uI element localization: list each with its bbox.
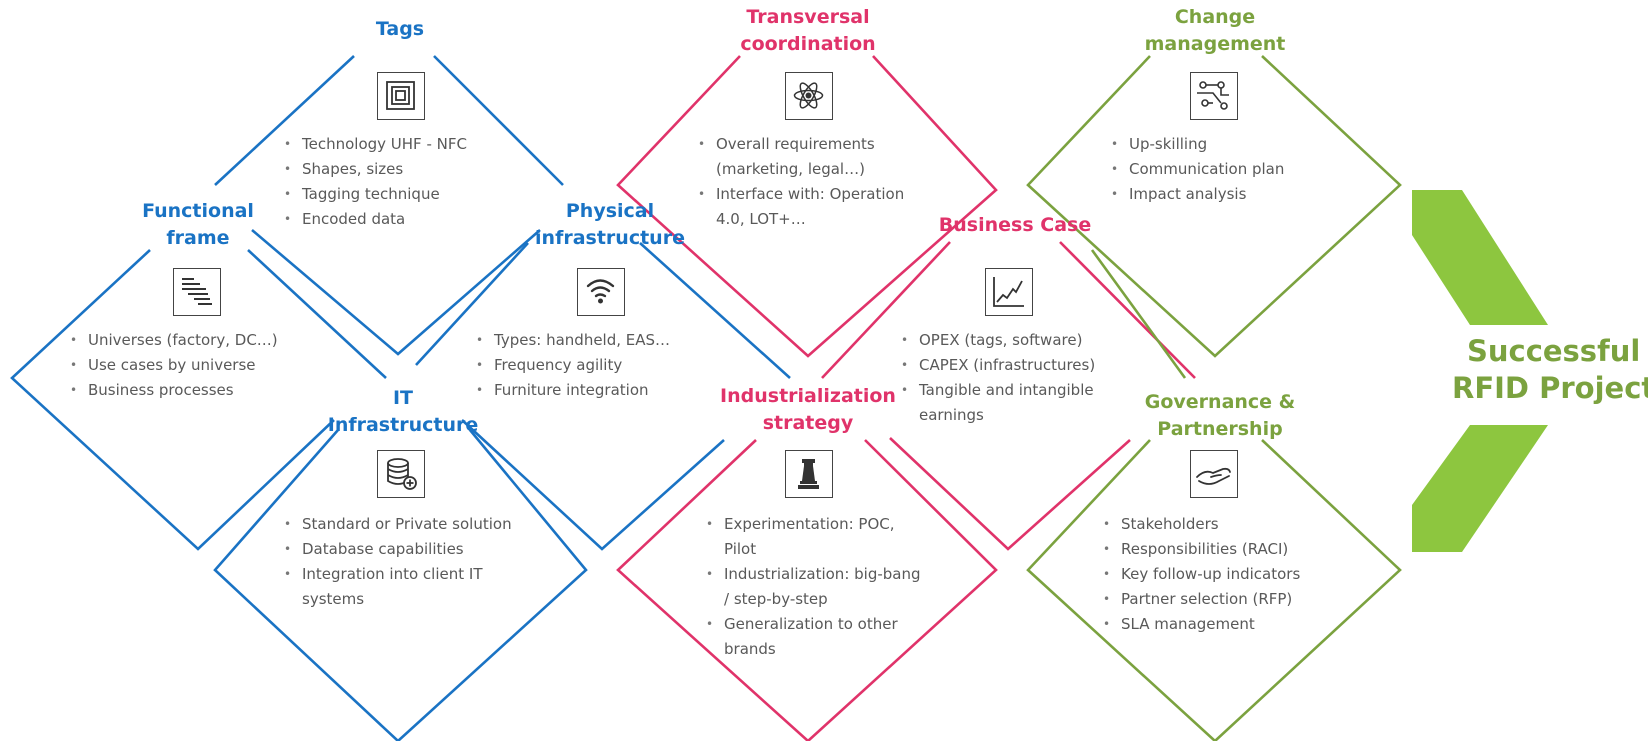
list-item: Tangible and intangible <box>895 378 1095 403</box>
list-item: Interface with: Operation <box>692 182 904 207</box>
tags-diamond-bottom <box>251 229 541 356</box>
list-item: Experimentation: POC, <box>700 512 921 537</box>
list-item-continuation: Pilot <box>724 540 757 558</box>
list-item: Types: handheld, EAS… <box>470 328 670 353</box>
list-item: Use cases by universe <box>64 353 278 378</box>
list-item: Business processes <box>64 378 278 403</box>
physical-bullets: Types: handheld, EAS… Frequency agility … <box>470 328 670 403</box>
list-item: Encoded data <box>278 207 467 232</box>
it-diamond <box>213 429 588 741</box>
functional-diamond <box>10 249 335 551</box>
atom-icon <box>785 72 833 120</box>
network-icon <box>1190 72 1238 120</box>
list-item: Responsibilities (RACI) <box>1097 537 1300 562</box>
list-item: CAPEX (infrastructures) <box>895 353 1095 378</box>
list-item: Up-skilling <box>1105 132 1284 157</box>
line-chart-icon <box>985 268 1033 316</box>
list-item: systems <box>302 590 365 608</box>
blue-diamonds <box>10 55 791 741</box>
list-item: Shapes, sizes <box>278 157 467 182</box>
list-item: Industrialization: big-bang <box>700 562 921 587</box>
database-icon <box>377 450 425 498</box>
change-diamond <box>1026 55 1402 358</box>
list-item: OPEX (tags, software) <box>895 328 1095 353</box>
list-item: Universes (factory, DC…) <box>64 328 278 353</box>
pink-diamonds <box>616 55 1196 741</box>
list-item: Partner selection (RFP) <box>1097 587 1300 612</box>
list-item: Stakeholders <box>1097 512 1300 537</box>
list-item: Key follow-up indicators <box>1097 562 1300 587</box>
functional-diamond-upper <box>247 249 387 379</box>
list-item: Technology UHF - NFC <box>278 132 467 157</box>
list-item: Generalization to other <box>700 612 921 637</box>
list-item: Tagging technique <box>278 182 467 207</box>
transversal-bullets: Overall requirements (marketing, legal…)… <box>692 132 904 232</box>
list-item-continuation: / step-by-step <box>724 590 828 608</box>
list-item: Overall requirements <box>692 132 904 157</box>
governance-bullets: Stakeholders Responsibilities (RACI) Key… <box>1097 512 1300 637</box>
business-title: Business Case <box>938 214 1092 236</box>
change-bullets: Up-skilling Communication plan Impact an… <box>1105 132 1284 207</box>
chess-piece-icon <box>785 450 833 498</box>
list-item: Frequency agility <box>470 353 670 378</box>
functional-bullets: Universes (factory, DC…) Use cases by un… <box>64 328 278 403</box>
tags-bullets: Technology UHF - NFC Shapes, sizes Taggi… <box>278 132 467 232</box>
governance-diamond <box>1026 439 1402 741</box>
physical-diamond-right <box>639 242 791 379</box>
handshake-icon <box>1190 450 1238 498</box>
tags-diamond <box>214 55 355 186</box>
list-item: Integration into client IT <box>278 562 512 587</box>
transversal-diamond <box>616 55 998 358</box>
list-item: Furniture integration <box>470 378 670 403</box>
list-item: SLA management <box>1097 612 1300 637</box>
list-item: Impact analysis <box>1105 182 1284 207</box>
list-item-continuation: brands <box>724 640 776 658</box>
result-arrow <box>1412 190 1548 325</box>
governance-title: Governance &Partnership <box>1144 391 1296 440</box>
wifi-signal-icon <box>577 268 625 316</box>
industrialization-diamond <box>616 439 998 741</box>
list-item: Standard or Private solution <box>278 512 512 537</box>
physical-diamond-bottom <box>461 419 725 551</box>
tags-title: Tags <box>375 18 425 40</box>
list-item: Communication plan <box>1105 157 1284 182</box>
list-item-continuation: (marketing, legal…) <box>716 160 865 178</box>
business-bullets: OPEX (tags, software) CAPEX (infrastruct… <box>895 328 1095 428</box>
rfid-tag-icon <box>377 72 425 120</box>
tags-diamond-right <box>433 55 564 186</box>
list-item-continuation: 4.0, LOT+… <box>716 210 806 228</box>
business-diamond-bottom <box>889 437 1131 551</box>
business-diamond-right <box>1059 241 1196 379</box>
industrialization-bullets: Experimentation: POC, Pilot Industrializ… <box>700 512 921 662</box>
result-arrow-lower <box>1412 425 1548 552</box>
list-item: Database capabilities <box>278 537 512 562</box>
green-diamonds <box>1026 55 1402 741</box>
physical-diamond <box>415 242 529 366</box>
change-governance-link <box>1090 249 1187 379</box>
it-bullets: Standard or Private solution Database ca… <box>278 512 512 612</box>
business-diamond <box>821 241 951 379</box>
document-list-icon <box>173 268 221 316</box>
list-item-continuation: earnings <box>919 406 984 424</box>
